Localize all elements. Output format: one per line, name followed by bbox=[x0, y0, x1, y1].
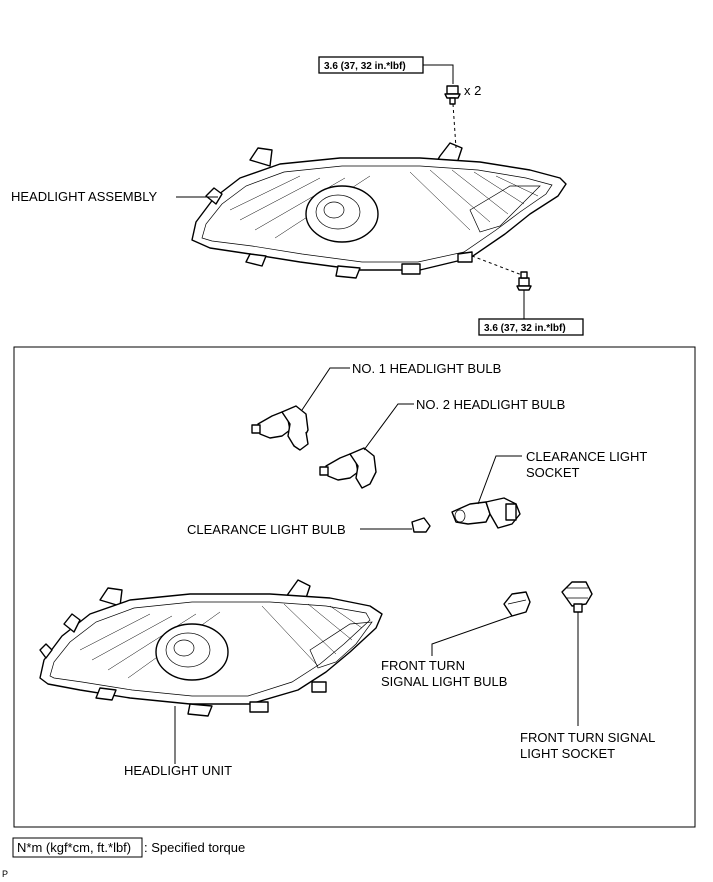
torque-box-bottom: 3.6 (37, 32 in.*lbf) bbox=[478, 290, 584, 336]
legend-unit: N*m (kgf*cm, ft.*lbf) bbox=[17, 840, 131, 855]
front-turn-signal-socket-label-line1: FRONT TURN SIGNAL bbox=[520, 730, 655, 745]
bolt-top-icon bbox=[444, 85, 461, 149]
torque-box-top: 3.6 (37, 32 in.*lbf) x 2 bbox=[318, 56, 481, 98]
clearance-light-bulb-icon bbox=[411, 517, 431, 533]
no2-headlight-bulb-label: NO. 2 HEADLIGHT BULB bbox=[416, 397, 565, 412]
headlight-unit-label: HEADLIGHT UNIT bbox=[124, 763, 232, 778]
components-frame bbox=[13, 346, 696, 828]
torque-top-text: 3.6 (37, 32 in.*lbf) bbox=[324, 61, 406, 72]
bolt-quantity: x 2 bbox=[464, 83, 481, 98]
front-turn-signal-socket-icon bbox=[561, 581, 593, 613]
front-turn-signal-bulb-icon bbox=[503, 591, 531, 617]
torque-bottom-text: 3.6 (37, 32 in.*lbf) bbox=[484, 323, 566, 334]
headlight-assembly-drawing bbox=[191, 142, 567, 279]
legend-text: : Specified torque bbox=[144, 840, 245, 855]
headlight-unit-drawing bbox=[39, 579, 383, 717]
front-turn-signal-socket-label-line2: LIGHT SOCKET bbox=[520, 746, 615, 761]
clearance-light-socket-label-line1: CLEARANCE LIGHT bbox=[526, 449, 647, 464]
corner-mark: P bbox=[2, 869, 8, 879]
legend: N*m (kgf*cm, ft.*lbf) : Specified torque bbox=[12, 837, 245, 858]
front-turn-signal-bulb-label-line1: FRONT TURN bbox=[381, 658, 465, 673]
front-turn-signal-bulb-label-line2: SIGNAL LIGHT BULB bbox=[381, 674, 507, 689]
clearance-light-socket-label-line2: SOCKET bbox=[526, 465, 580, 480]
bolt-bottom-icon bbox=[471, 255, 532, 291]
clearance-light-bulb-label: CLEARANCE LIGHT BULB bbox=[187, 522, 346, 537]
headlight-assembly-label: HEADLIGHT ASSEMBLY bbox=[11, 189, 158, 204]
no1-headlight-bulb-label: NO. 1 HEADLIGHT BULB bbox=[352, 361, 501, 376]
no2-headlight-bulb-icon bbox=[319, 447, 377, 489]
no1-headlight-bulb-icon bbox=[251, 405, 309, 451]
clearance-light-socket-icon bbox=[451, 497, 521, 529]
